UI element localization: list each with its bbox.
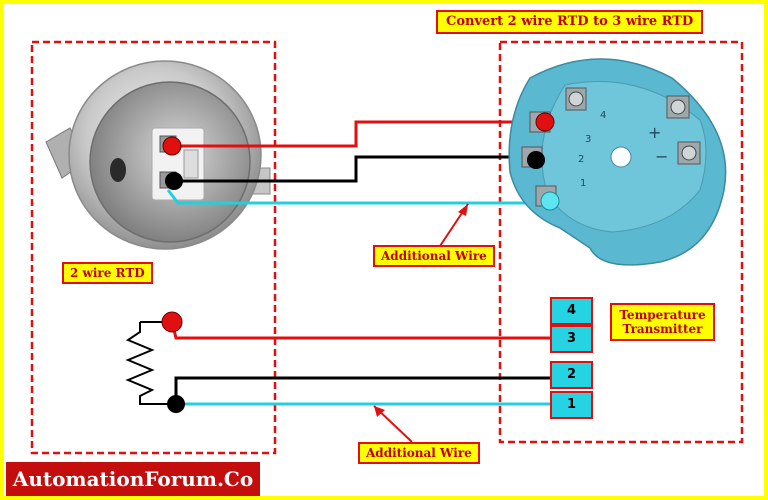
black-wire-top (174, 155, 536, 183)
black-wire-bottom (174, 376, 551, 402)
rtd-label: 2 wire RTD (62, 262, 153, 284)
terminal-4: 4 (550, 297, 593, 325)
tx-mark-3: 3 (585, 134, 591, 145)
red-dot-head (162, 136, 182, 156)
rtd-connection-head (45, 60, 271, 250)
tx-mark-1: 1 (580, 178, 586, 189)
tx-mark-4: 4 (600, 110, 606, 121)
diagram-title: Convert 2 wire RTD to 3 wire RTD (436, 10, 704, 34)
transmitter-label: Temperature Transmitter (610, 303, 715, 341)
additional-wire-label-top: Additional Wire (373, 245, 495, 267)
rtd-resistor-symbol (125, 322, 176, 405)
arrowhead-additional-wire-bottom (374, 406, 385, 417)
additional-wire-label-bottom: Additional Wire (358, 442, 480, 464)
tx-mark-plus: + (648, 123, 661, 142)
black-dot-resistor (167, 395, 185, 413)
terminal-2: 2 (550, 361, 593, 389)
tx-mark-2: 2 (578, 154, 584, 165)
red-dot-resistor (161, 311, 183, 333)
transmitter-dashed-box (498, 40, 744, 444)
rtd-dashed-box (30, 40, 277, 455)
cyan-wire-top (166, 189, 550, 205)
cyan-dot-transmitter (540, 191, 560, 211)
terminal-3: 3 (550, 325, 593, 353)
red-wire-top (172, 120, 545, 148)
transmitter-head (508, 58, 727, 266)
tx-mark-minus: − (655, 147, 668, 166)
red-wire-bottom (170, 321, 551, 340)
black-dot-transmitter (527, 151, 545, 169)
arrowhead-additional-wire-top (458, 204, 468, 216)
red-dot-transmitter (535, 112, 555, 132)
black-dot-head (165, 172, 183, 190)
brand-banner: AutomationForum.Co (6, 462, 260, 496)
transmitter-label-line1: Temperature (619, 308, 706, 322)
terminal-1: 1 (550, 391, 593, 419)
transmitter-label-line2: Transmitter (622, 322, 703, 336)
